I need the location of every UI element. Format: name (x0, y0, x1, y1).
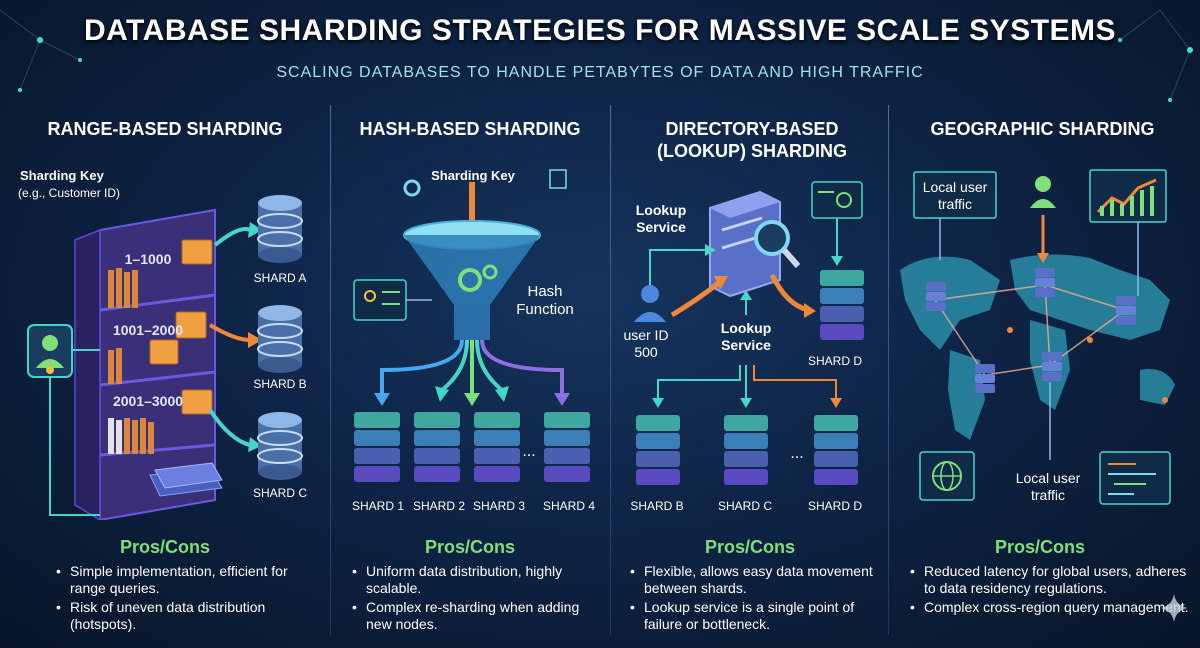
gear-icon (458, 264, 498, 292)
geo-diagram (900, 169, 1175, 505)
traffic-label: Local user traffic (922, 179, 988, 212)
server-stack-icon (814, 415, 858, 485)
user-icon (634, 285, 666, 322)
range-label: 2001–3000 (112, 393, 184, 409)
file-stack-icon (149, 462, 223, 497)
server-stack-icon (1042, 352, 1062, 381)
list-item: Complex re-sharding when adding new node… (352, 599, 602, 633)
server-stack-icon (636, 415, 680, 485)
geo-title: GEOGRAPHIC SHARDING (930, 119, 1155, 139)
hash-pros-cons-list: Uniform data distribution, highly scalab… (352, 563, 602, 635)
range-pros-cons-list: Simple implementation, efficient for ran… (56, 563, 326, 635)
shard-label: SHARD 3 (472, 499, 525, 513)
page-title: DATABASE SHARDING STRATEGIES FOR MASSIVE… (83, 14, 1117, 47)
directory-title: DIRECTORY-BASED (LOOKUP) SHARDING (657, 119, 847, 161)
gear-icon (403, 179, 421, 197)
directory-pros-cons-list: Flexible, allows easy data movement betw… (630, 563, 880, 635)
user-icon (1030, 176, 1056, 208)
server-stack-icon (414, 412, 460, 482)
server-icon (709, 190, 781, 298)
list-item: Lookup service is a single point of fail… (630, 599, 880, 633)
range-label: 1–1000 (124, 251, 172, 267)
hash-diagram (353, 169, 590, 482)
document-icon (549, 169, 567, 189)
hash-key-label: Sharding Key (431, 168, 515, 183)
range-pros-cons-title: Pros/Cons (119, 537, 211, 557)
chart-icon (1089, 169, 1167, 223)
hash-pros-cons-title: Pros/Cons (424, 537, 516, 557)
ellipsis: ... (790, 445, 804, 462)
hash-title: HASH-BASED SHARDING (359, 119, 581, 139)
range-shards (257, 195, 303, 480)
user-icon (27, 324, 73, 378)
server-stack-icon (724, 415, 768, 485)
globe-icon (919, 451, 975, 501)
server-stack-icon (354, 412, 400, 482)
shard-label: SHARD B (253, 377, 307, 391)
geo-pros-cons-title: Pros/Cons (994, 537, 1086, 557)
server-stack-icon (544, 412, 590, 482)
database-icon (257, 305, 303, 373)
shard-label: SHARD A (253, 271, 307, 285)
column-divider (330, 105, 331, 635)
server-stack-icon (474, 412, 520, 482)
sparkle-icon (1160, 594, 1188, 622)
list-item: Reduced latency for global users, adhere… (910, 563, 1195, 597)
column-divider (610, 105, 611, 635)
server-stack-icon (975, 364, 995, 393)
user-id-label: user ID 500 (623, 327, 669, 360)
funnel-icon (403, 220, 541, 340)
directory-diagram (634, 181, 864, 485)
list-item: Simple implementation, efficient for ran… (56, 563, 326, 597)
search-window-icon (811, 181, 863, 219)
geo-pros-cons-list: Reduced latency for global users, adhere… (910, 563, 1195, 618)
shard-label: SHARD B (630, 499, 684, 513)
bookshelf (74, 208, 216, 520)
list-item: Uniform data distribution, highly scalab… (352, 563, 602, 597)
server-stack-icon (926, 282, 946, 311)
magnifier-icon (754, 220, 801, 268)
hash-function-label: Hash Function (516, 283, 574, 318)
shard-label: SHARD 1 (351, 499, 404, 513)
list-item: Complex cross-region query management. (910, 599, 1195, 616)
shard-label: SHARD D (807, 354, 862, 368)
ellipsis: ... (522, 443, 536, 460)
list-item: Flexible, allows easy data movement betw… (630, 563, 880, 597)
traffic-label: Local user traffic (1015, 470, 1081, 503)
server-stack-icon (1035, 268, 1055, 297)
traffic-box (913, 171, 997, 219)
database-icon (257, 195, 303, 263)
range-key-label: Sharding Key (20, 168, 104, 183)
config-icon (353, 279, 407, 321)
range-diagram (27, 195, 303, 520)
shard-label: SHARD C (717, 499, 772, 513)
code-window-icon (1099, 451, 1171, 505)
list-item: Risk of uneven data distribution (hotspo… (56, 599, 326, 633)
server-stack-icon (820, 270, 864, 340)
shard-label: SHARD D (807, 499, 862, 513)
directory-pros-cons-title: Pros/Cons (704, 537, 796, 557)
column-divider (888, 105, 889, 635)
database-icon (257, 412, 303, 480)
server-stack-icon (1116, 296, 1136, 325)
shard-label: SHARD 4 (542, 499, 595, 513)
shard-label: SHARD C (252, 486, 307, 500)
lookup-service-label: Lookup Service (635, 202, 687, 235)
shard-label: SHARD 2 (412, 499, 465, 513)
range-key-example: (e.g., Customer ID) (18, 186, 121, 200)
lookup-service-label: Lookup Service (720, 320, 772, 353)
range-title: RANGE-BASED SHARDING (47, 119, 283, 139)
range-label: 1001–2000 (112, 322, 184, 338)
page-subtitle: SCALING DATABASES TO HANDLE PETABYTES OF… (276, 64, 924, 81)
